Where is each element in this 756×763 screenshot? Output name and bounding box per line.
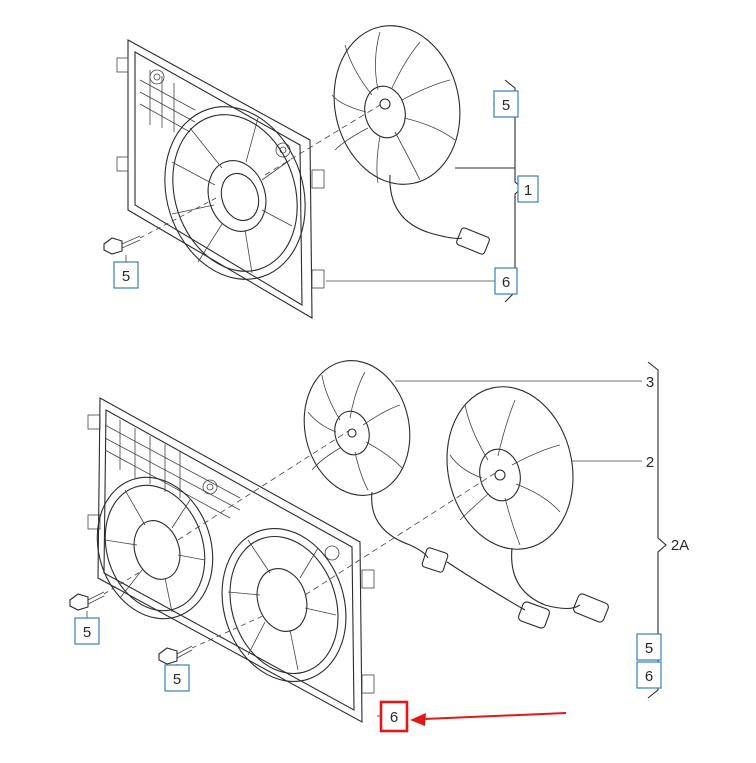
callout-6-highlighted: 6 (379, 700, 409, 733)
callout-5-bottom-bolt-b: 5 (164, 664, 190, 692)
callout-1: 1 (517, 175, 539, 203)
svg-text:6: 6 (645, 668, 653, 685)
callout-2: 2 (646, 454, 654, 471)
single-fan-motor (331, 25, 515, 255)
svg-text:1: 1 (524, 182, 532, 199)
fan-motor-2 (446, 386, 609, 623)
dual-fan-bolt-a (69, 571, 141, 620)
callout-5-bottom-right: 5 (636, 633, 662, 661)
single-fan-shroud (116, 39, 325, 319)
fan-motor-3 (303, 360, 550, 629)
svg-text:5: 5 (83, 624, 91, 641)
svg-text:2A: 2A (671, 537, 689, 554)
callout-5-top-right: 5 (493, 90, 519, 118)
svg-text:5: 5 (122, 268, 130, 285)
svg-text:2: 2 (646, 454, 654, 471)
callout-5-bottom-bolt-a: 5 (74, 617, 100, 645)
svg-text:6: 6 (390, 709, 398, 726)
single-fan-bolt (103, 195, 221, 262)
callout-6-bottom-right: 6 (636, 661, 662, 689)
callout-6-top: 6 (494, 267, 518, 295)
svg-text:3: 3 (646, 374, 654, 391)
callout-3: 3 (646, 374, 654, 391)
svg-text:5: 5 (173, 671, 181, 688)
fan-alignment-line-a (177, 429, 351, 541)
svg-text:5: 5 (502, 97, 510, 114)
bottom-group-bracket (647, 361, 667, 699)
callout-2A: 2A (671, 537, 689, 554)
highlight-arrow (410, 712, 567, 726)
svg-text:6: 6 (502, 274, 510, 291)
svg-text:5: 5 (645, 640, 653, 657)
dual-fan-bolt-b (158, 614, 266, 668)
dual-fan-shroud (87, 397, 375, 723)
fan-alignment-line-b (304, 469, 501, 596)
fan-alignment-line (264, 104, 381, 176)
callout-5-top-bolt: 5 (113, 261, 139, 289)
